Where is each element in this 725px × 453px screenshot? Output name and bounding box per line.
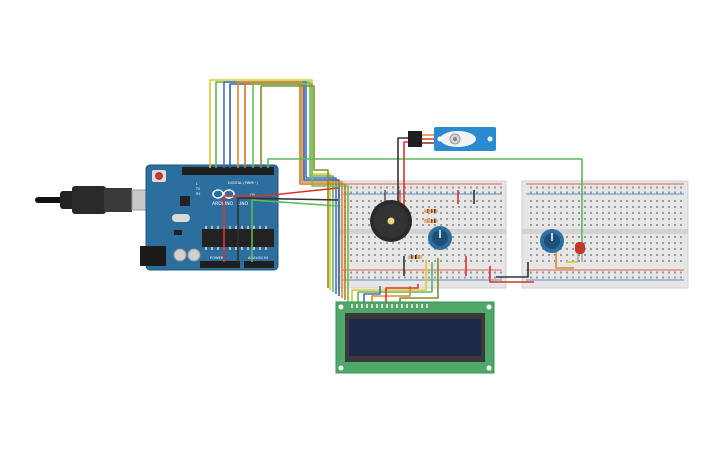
l-label: L — [196, 182, 198, 186]
wire-lcd-yellow — [351, 260, 427, 304]
wire-orange-d8 — [244, 83, 346, 300]
usb-cable[interactable] — [35, 186, 159, 214]
servo-connector — [408, 131, 422, 147]
arduino-uno[interactable]: ARDUINO UNO DIGITAL (PWM~) POWER ANALOG … — [140, 164, 279, 271]
digital-header-label: DIGITAL (PWM~) — [228, 181, 258, 185]
wire-green-d12 — [215, 81, 334, 292]
wire-lcd-blue — [363, 286, 381, 304]
servo-motor[interactable] — [408, 127, 496, 151]
arduino-model-label: UNO — [238, 201, 249, 207]
wire-orange-pot-right — [555, 250, 574, 269]
wire-green-a0 — [251, 199, 339, 262]
wire-red-5v — [223, 187, 339, 262]
power-label: POWER — [210, 256, 224, 260]
dc-jack — [140, 246, 166, 266]
wires[interactable] — [209, 79, 583, 304]
breadboard-left[interactable] — [337, 180, 507, 289]
wire-red-rail — [489, 266, 534, 283]
wire-green-signal — [267, 158, 583, 246]
piezo-buzzer[interactable] — [370, 190, 412, 242]
analog-label: ANALOG IN — [248, 256, 268, 260]
potentiometer-right[interactable] — [540, 229, 564, 253]
analog-header[interactable] — [244, 261, 274, 268]
reset-button[interactable] — [155, 172, 163, 180]
red-led[interactable] — [575, 242, 585, 262]
wire-lcd-orange — [371, 286, 411, 304]
on-label: ON — [250, 193, 256, 197]
lcd-screen — [349, 319, 481, 356]
wire-blue-d10 — [229, 83, 340, 296]
arduino-logo-icon — [212, 189, 235, 199]
digital-header[interactable] — [182, 167, 274, 175]
wire-black-rail — [496, 262, 529, 278]
wire-lcd-green — [357, 262, 433, 304]
arduino-brand-label: ARDUINO — [212, 201, 234, 207]
rx-label: RX — [196, 192, 201, 196]
tx-label: TX — [195, 187, 201, 191]
wire-lcd-olive — [399, 258, 439, 304]
potentiometer-left[interactable] — [428, 226, 452, 250]
wire-lcd-red — [385, 284, 419, 304]
wire-green-d7 — [252, 83, 349, 302]
wire-black-gnd — [237, 197, 339, 262]
resistors[interactable] — [408, 209, 438, 259]
lcd-16x2[interactable] — [335, 301, 495, 374]
wire-orange-d9 — [237, 81, 343, 298]
power-header[interactable] — [200, 261, 240, 268]
wire-blue-d11 — [223, 81, 337, 294]
wire-servo-black — [397, 137, 412, 210]
